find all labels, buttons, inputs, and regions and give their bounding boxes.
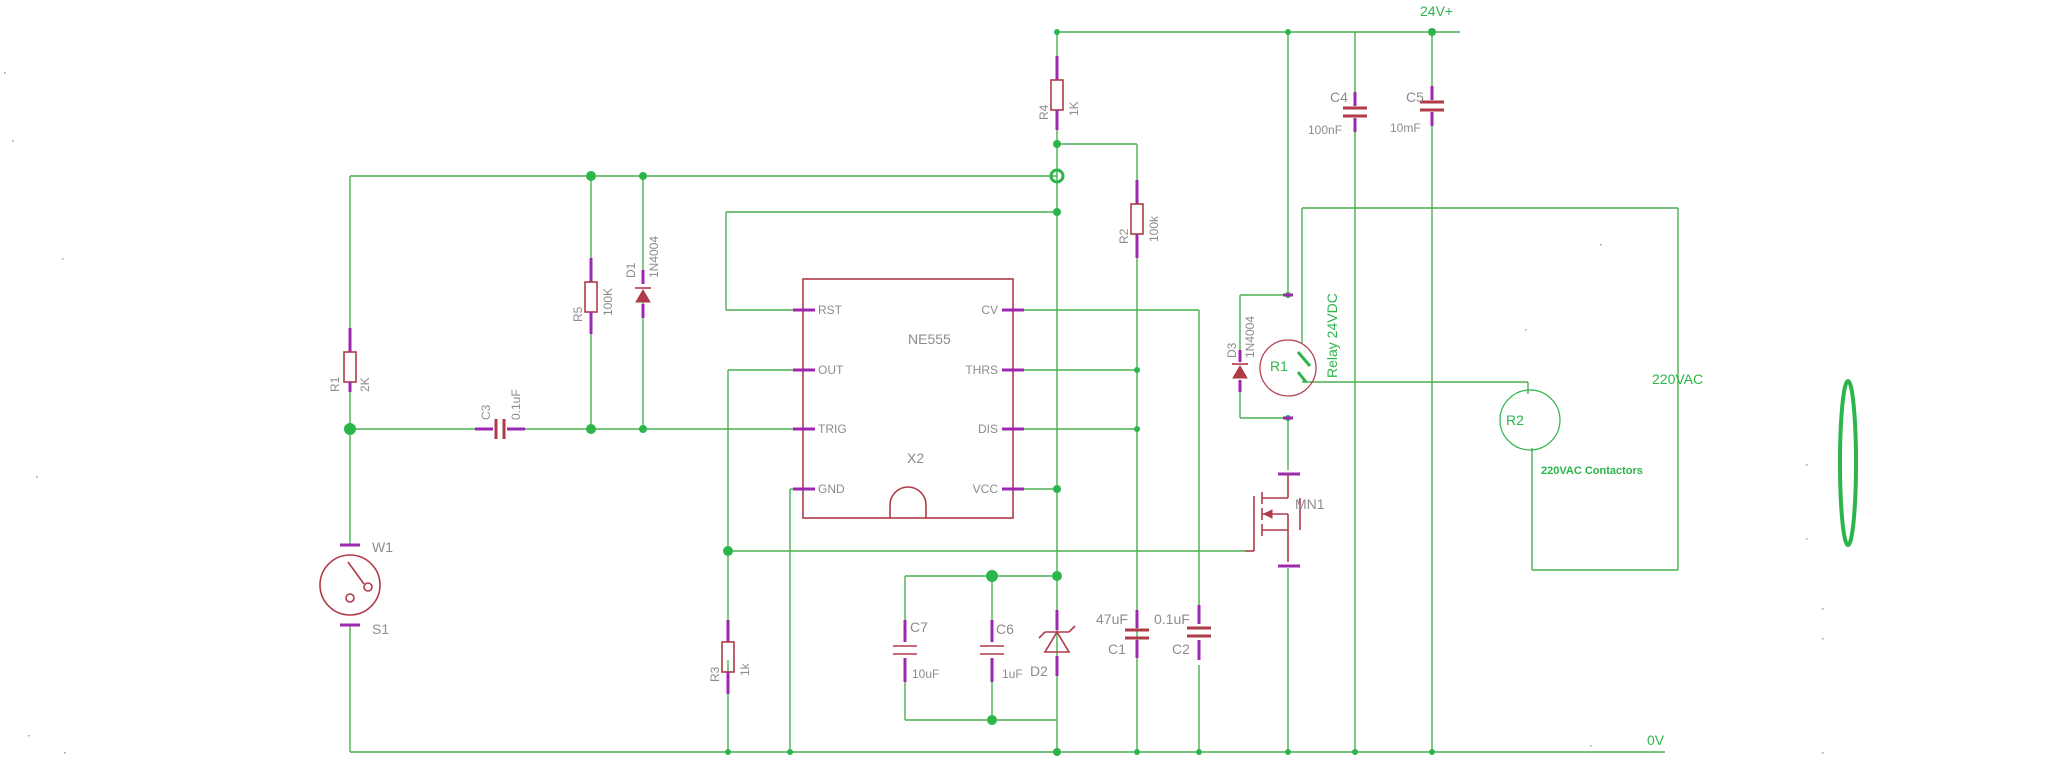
c7-value: 10uF xyxy=(912,667,939,681)
mn1-ref: MN1 xyxy=(1295,496,1325,512)
net-ground-label: 0V xyxy=(1647,732,1665,748)
s1-ref: S1 xyxy=(372,621,389,637)
capacitor-c2: 0.1uF C2 xyxy=(1154,605,1211,660)
net-supply-label: 24V+ xyxy=(1420,3,1453,19)
capacitor-c6: C6 1uF xyxy=(980,620,1023,682)
d1-value: 1N4004 xyxy=(647,236,661,278)
diode-d1: D1 1N4004 xyxy=(624,236,661,318)
r2-value: 100k xyxy=(1147,215,1161,242)
r1-ref: R1 xyxy=(328,376,342,392)
d1-ref: D1 xyxy=(624,262,638,278)
capacitor-c5: C5 10mF xyxy=(1390,86,1444,135)
ic-pin-vcc: VCC xyxy=(973,482,999,496)
ic-pin-gnd: GND xyxy=(818,482,845,496)
c4-value: 100nF xyxy=(1308,123,1342,137)
background-specks xyxy=(4,72,1824,754)
junctions xyxy=(344,28,1436,756)
wires xyxy=(349,31,1679,753)
c4-ref: C4 xyxy=(1330,89,1348,105)
switch-w1: W1 S1 xyxy=(319,539,393,637)
r3-ref: R3 xyxy=(708,666,722,682)
ic-pin-thrs: THRS xyxy=(965,363,998,377)
d3-ref: D3 xyxy=(1225,342,1239,358)
d3-value: 1N4004 xyxy=(1243,316,1257,358)
w1-ref: W1 xyxy=(372,539,393,555)
ne555-ic: NE555 X2 RST OUT TRIG GND CV THRS DIS VC… xyxy=(793,278,1024,519)
relay-ref: R1 xyxy=(1270,358,1288,374)
ic-pin-out: OUT xyxy=(818,363,844,377)
d2-ref: D2 xyxy=(1030,663,1048,679)
c6-value: 1uF xyxy=(1002,667,1023,681)
net-ac-label: 220VAC xyxy=(1652,371,1703,387)
resistor-r1: R1 2K xyxy=(328,328,372,392)
r3-value: 1k xyxy=(738,662,752,676)
c1-ref: C1 xyxy=(1108,641,1126,657)
relay-value: Relay 24VDC xyxy=(1324,293,1340,378)
ic-pin-rst: RST xyxy=(818,303,843,317)
resistor-r2: R2 100k xyxy=(1117,180,1161,258)
c2-value: 0.1uF xyxy=(1154,611,1190,627)
c3-value: 0.1uF xyxy=(509,389,523,420)
diode-d3: D3 1N4004 xyxy=(1225,316,1257,392)
c5-value: 10mF xyxy=(1390,121,1421,135)
r5-ref: R5 xyxy=(571,306,585,322)
mosfet-mn1: MN1 xyxy=(1245,472,1325,568)
r4-value: 1K xyxy=(1067,101,1081,116)
c1-value: 47uF xyxy=(1096,611,1128,627)
ic-pin-cv: CV xyxy=(981,303,998,317)
zener-d2: D2 xyxy=(1030,610,1076,679)
ic-pin-trig: TRIG xyxy=(818,422,847,436)
load-ref: R2 xyxy=(1506,412,1524,428)
c3-ref: C3 xyxy=(479,404,493,420)
ic-ref-label: X2 xyxy=(907,450,924,466)
load-r2: R2 220VAC Contactors xyxy=(1499,389,1643,477)
resistor-r5: R5 100K xyxy=(571,258,615,334)
r1-value: 2K xyxy=(358,377,372,392)
ic-type-label: NE555 xyxy=(908,331,951,347)
capacitor-c1: 47uF C1 xyxy=(1096,610,1149,658)
ic-pin-dis: DIS xyxy=(978,422,998,436)
c5-ref: C5 xyxy=(1406,89,1424,105)
c7-ref: C7 xyxy=(910,619,928,635)
resistor-r3: R3 1k xyxy=(708,620,752,694)
resistor-r4: R4 1K xyxy=(1037,56,1081,130)
capacitor-c4: C4 100nF xyxy=(1308,89,1367,137)
r5-value: 100K xyxy=(601,288,615,316)
capacitor-c7: C7 10uF xyxy=(893,619,939,682)
load-value: 220VAC Contactors xyxy=(1541,465,1643,477)
capacitor-c3: C3 0.1uF xyxy=(475,389,525,439)
c6-ref: C6 xyxy=(996,621,1014,637)
r2-ref: R2 xyxy=(1117,228,1131,244)
relay-r1: R1 Relay 24VDC xyxy=(1259,293,1340,420)
r4-ref: R4 xyxy=(1037,104,1051,120)
ellipse-artifact xyxy=(1838,379,1858,547)
c2-ref: C2 xyxy=(1172,641,1190,657)
